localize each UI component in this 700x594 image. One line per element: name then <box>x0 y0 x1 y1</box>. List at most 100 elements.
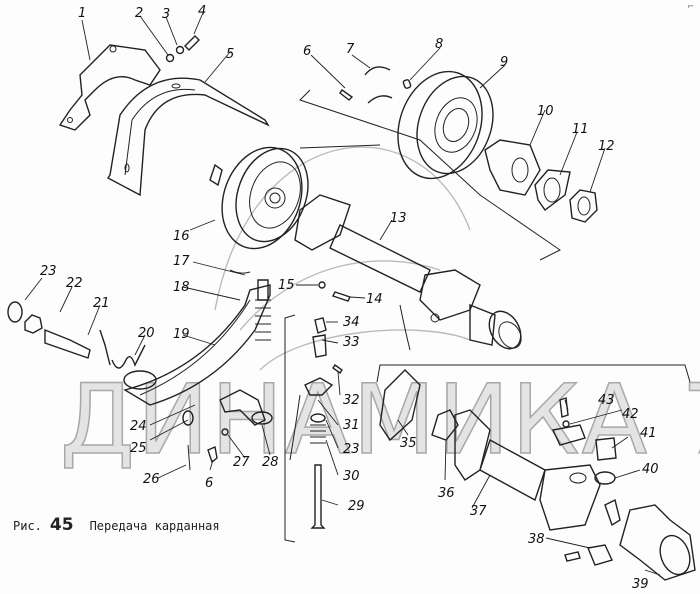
part-18-spring <box>255 279 271 341</box>
part-31-lever <box>304 377 334 396</box>
callout-42: 42 <box>622 407 639 422</box>
part-11-lock-washer <box>534 169 571 211</box>
part-5-cover <box>106 77 270 197</box>
part-29-bolt <box>310 464 326 529</box>
callout-1: 1 <box>78 6 86 21</box>
callout-16: 16 <box>173 229 190 244</box>
callout-25: 25 <box>130 441 147 456</box>
callout-7: 7 <box>346 42 355 57</box>
callout-5: 5 <box>226 47 234 62</box>
part-26-cotter-pin <box>187 444 191 471</box>
part-9-brake-drum <box>397 70 494 180</box>
callout-41: 41 <box>640 426 657 441</box>
part-15-washer <box>318 281 326 289</box>
callout-35: 35 <box>400 436 417 451</box>
callout-14: 14 <box>366 292 383 307</box>
callout-24: 24 <box>130 419 147 434</box>
callout-29: 29 <box>348 499 365 514</box>
callout-28: 28 <box>262 455 279 470</box>
part-11-hole <box>543 177 561 203</box>
watermark: ДИНАМИКА 76 <box>59 364 700 476</box>
callout-21: 21 <box>93 296 110 311</box>
caption-prefix: Рис. <box>13 519 42 533</box>
callout-6-top: 6 <box>303 44 311 59</box>
callout-13: 13 <box>390 211 407 226</box>
part-38-bolt <box>564 551 581 562</box>
part-21-pin <box>44 328 91 359</box>
callout-23-b: 23 <box>343 442 360 457</box>
part-41-bushing <box>595 437 617 461</box>
part-42-washer <box>562 420 570 428</box>
callout-3: 3 <box>162 7 170 22</box>
callout-33: 33 <box>343 335 360 350</box>
part-33-sleeve <box>312 334 327 358</box>
part-20-spring <box>99 329 146 369</box>
part-43-plate <box>551 424 586 446</box>
assembly-arrow <box>299 144 381 149</box>
part-30-spring <box>310 424 326 444</box>
callout-10: 10 <box>537 104 554 119</box>
assembly-bracket-line <box>299 89 561 261</box>
callout-4: 4 <box>198 4 206 19</box>
part-16-brake-drum <box>209 146 309 250</box>
corner-mark: ⌐ <box>687 2 694 11</box>
part-13-propeller-shaft <box>294 194 522 350</box>
part-6-bolt <box>207 446 218 464</box>
callout-15: 15 <box>278 278 295 293</box>
callout-17: 17 <box>173 254 190 269</box>
callout-9: 9 <box>500 55 508 70</box>
assembly-bracket-lower <box>376 364 691 383</box>
callout-22: 22 <box>66 276 83 291</box>
callout-19: 19 <box>173 327 190 342</box>
part-10-flange <box>484 139 541 196</box>
part-1-bracket <box>58 44 161 131</box>
part-14-bolt <box>332 291 351 302</box>
callout-43: 43 <box>598 393 615 408</box>
part-34-nut <box>314 317 327 334</box>
callout-36: 36 <box>438 486 455 501</box>
part-35-bracket <box>379 369 421 442</box>
callout-39: 39 <box>632 577 649 592</box>
part-43-bolt <box>559 397 569 418</box>
callout-37: 37 <box>470 504 487 519</box>
callout-8: 8 <box>435 37 443 52</box>
part-19-brake-shoe <box>123 284 271 406</box>
callout-40: 40 <box>642 462 659 477</box>
part-12-nut <box>569 189 598 223</box>
guide-curve <box>259 329 471 371</box>
callout-18: 18 <box>173 280 190 295</box>
callout-27: 27 <box>233 455 250 470</box>
part-23-washer-b <box>310 413 326 423</box>
callout-34: 34 <box>343 315 360 330</box>
callout-labels: 1 2 3 4 5 6 7 8 9 10 11 12 13 14 15 16 1… <box>40 4 659 592</box>
part-6-bolt-top <box>339 89 354 101</box>
part-23-washer <box>7 301 23 323</box>
part-36b-spider <box>604 498 621 527</box>
callout-38: 38 <box>528 532 545 547</box>
part-12-hole <box>577 196 591 216</box>
part-17-wire <box>229 269 251 274</box>
part-3-washer <box>175 45 185 55</box>
assembly-bracket-vertical <box>284 314 296 543</box>
leader-lines <box>24 14 661 576</box>
part-32-bolt <box>332 364 343 374</box>
callout-26: 26 <box>143 472 160 487</box>
guide-curve <box>214 146 471 311</box>
figure-number: 45 <box>49 515 74 535</box>
part-4-bolt <box>184 35 200 51</box>
part-7-clamp-lower <box>367 95 393 104</box>
part-7-clamp <box>364 66 391 76</box>
callout-31: 31 <box>343 418 360 433</box>
callout-12: 12 <box>598 139 615 154</box>
part-39-yoke <box>619 504 696 581</box>
callout-11: 11 <box>572 122 589 137</box>
part-27-lever <box>219 389 266 426</box>
callout-2: 2 <box>135 6 143 21</box>
part-25-washer <box>182 410 194 426</box>
part-2-washer <box>165 53 175 63</box>
callout-20: 20 <box>138 326 155 341</box>
callout-30: 30 <box>343 469 360 484</box>
part-37-propeller-shaft <box>454 409 601 531</box>
